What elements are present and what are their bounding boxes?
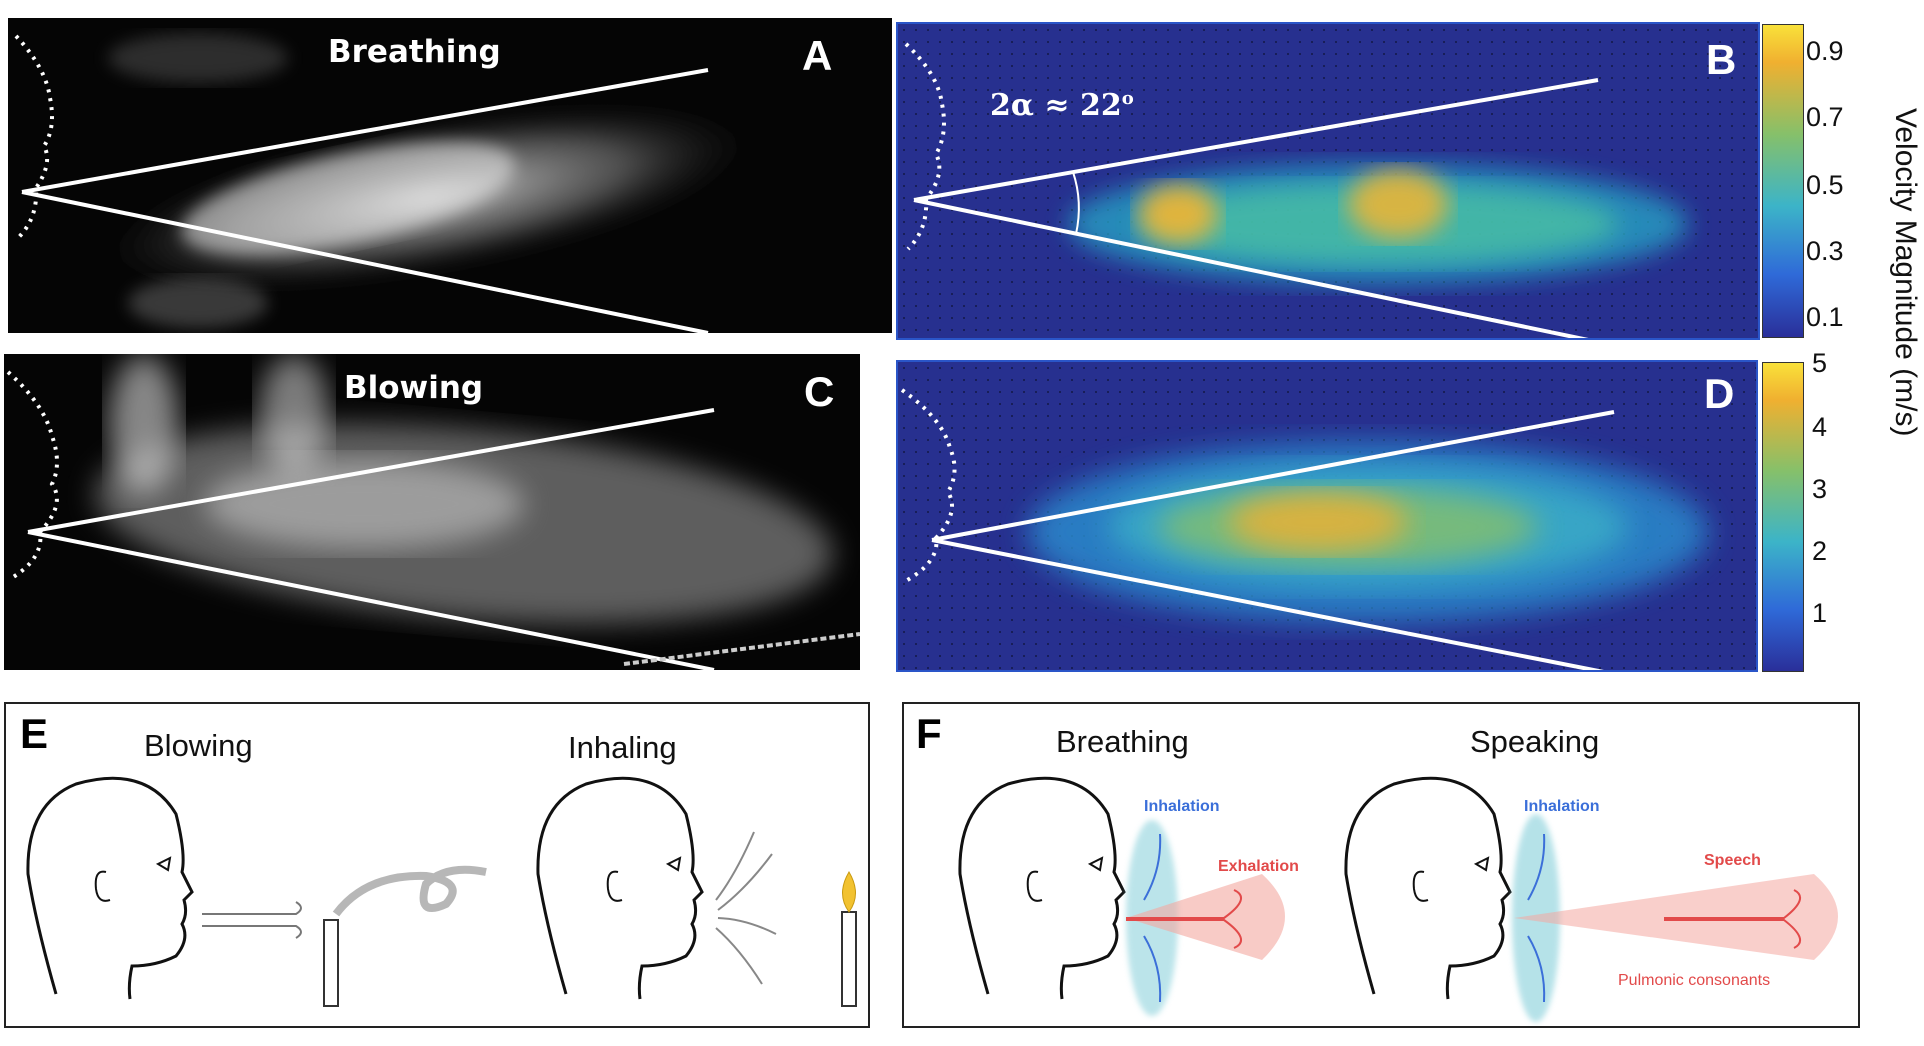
cone-lower-line bbox=[931, 538, 1605, 670]
face-profile bbox=[14, 34, 54, 240]
colorbar-d-tick: 5 bbox=[1812, 348, 1828, 378]
colorbar-b bbox=[1762, 24, 1804, 338]
left-inhalation-label: Inhalation bbox=[1144, 798, 1220, 815]
velocity-hotspot bbox=[1138, 184, 1218, 244]
exhale-arrow bbox=[1126, 889, 1243, 919]
head-outline bbox=[26, 776, 194, 1000]
cone-angle-annotation: 2α ≈ 22o bbox=[990, 88, 1134, 123]
exhalation-label: Exhalation bbox=[1218, 858, 1299, 875]
cone-angle-superscript: o bbox=[1121, 88, 1134, 109]
panel-f-graphic bbox=[958, 776, 1838, 1022]
candle bbox=[841, 911, 857, 1007]
cone-lower-line bbox=[21, 190, 709, 333]
cone-upper-line bbox=[27, 408, 715, 534]
inhale-arrow bbox=[1143, 935, 1162, 1003]
face-profile bbox=[6, 370, 59, 581]
panel-c-graphic bbox=[6, 354, 860, 670]
eye bbox=[665, 856, 682, 872]
panel-c-title: Blowing bbox=[344, 370, 484, 406]
smoke-trail bbox=[332, 865, 487, 917]
colorbar-d-tick: 2 bbox=[1812, 536, 1828, 566]
exhale-arrow bbox=[1126, 919, 1243, 949]
eye bbox=[155, 856, 172, 872]
pulmonic-consonants-label: Pulmonic consonants bbox=[1618, 972, 1771, 989]
colorbar-b-tick: 0.9 bbox=[1806, 36, 1844, 66]
smoke-wisp bbox=[128, 278, 268, 328]
panel-a-title: Breathing bbox=[328, 34, 501, 70]
blow-stream bbox=[202, 925, 302, 939]
panel-e-right-title: Inhaling bbox=[568, 730, 677, 765]
panel-b-graphic bbox=[898, 24, 1758, 338]
rail bbox=[623, 632, 860, 666]
smoke-wisp bbox=[109, 354, 179, 494]
velocity-hotspot bbox=[1228, 492, 1408, 552]
colorbar-b-tick: 0.5 bbox=[1806, 170, 1844, 200]
inhale-arrow bbox=[1143, 833, 1162, 901]
speech-arrow bbox=[1664, 919, 1802, 949]
smoke-wisp bbox=[259, 354, 329, 474]
colorbar-b-tick: 0.7 bbox=[1806, 102, 1844, 132]
panel-f-left-title: Breathing bbox=[1056, 724, 1189, 759]
cone-lower-line bbox=[913, 198, 1589, 338]
panel-c-blowing-photo: Blowing C bbox=[4, 354, 860, 670]
cone-angle-text: 2α ≈ 22 bbox=[990, 88, 1122, 123]
colorbar-d-tick: 4 bbox=[1812, 412, 1828, 442]
panel-f-sketch: F Breathing Speaking Inhalation Exhalati… bbox=[902, 702, 1860, 1028]
inhale-arrow bbox=[715, 927, 763, 985]
panel-b-label: B bbox=[1706, 36, 1737, 83]
inhale-arrow bbox=[1527, 935, 1546, 1003]
colorbar-d-tick: 3 bbox=[1812, 474, 1828, 504]
panel-d-label: D bbox=[1704, 370, 1735, 417]
ear bbox=[606, 870, 623, 902]
panel-e-graphic bbox=[26, 776, 857, 1007]
panel-a-label: A bbox=[802, 32, 833, 79]
panel-a-graphic bbox=[14, 33, 754, 333]
eye bbox=[1473, 856, 1490, 872]
panel-f-right-title: Speaking bbox=[1470, 724, 1600, 759]
inhale-arrow bbox=[715, 831, 755, 901]
velocity-hotspot bbox=[1348, 169, 1448, 239]
ear bbox=[1026, 870, 1043, 902]
panel-e-sketch: E Blowing Inhaling bbox=[4, 702, 870, 1028]
cone-upper-line bbox=[931, 410, 1615, 542]
blow-plume-core bbox=[204, 459, 524, 549]
cone-upper-line bbox=[913, 78, 1599, 202]
panel-c-label: C bbox=[804, 368, 835, 415]
eye bbox=[1087, 856, 1104, 872]
panel-d-velocity-field: D bbox=[896, 360, 1758, 672]
right-inhalation-label: Inhalation bbox=[1524, 798, 1600, 815]
blow-stream bbox=[202, 901, 302, 915]
panel-e-label: E bbox=[20, 710, 49, 757]
breath-plume-core bbox=[181, 141, 515, 255]
panel-f-label: F bbox=[916, 710, 942, 757]
ear bbox=[94, 870, 111, 902]
angle-arc bbox=[1072, 171, 1080, 235]
inhale-arrow bbox=[717, 853, 773, 911]
panel-d-graphic bbox=[898, 362, 1756, 670]
head-outline bbox=[1344, 776, 1512, 1000]
panel-a-breathing-photo: Breathing A bbox=[8, 18, 892, 333]
cone-upper-line bbox=[21, 68, 709, 194]
candle bbox=[323, 919, 339, 1007]
speech-label: Speech bbox=[1704, 852, 1761, 869]
colorbar-b-tick: 0.1 bbox=[1806, 302, 1844, 332]
colorbar-d-tick: 1 bbox=[1812, 598, 1828, 628]
panel-e-left-title: Blowing bbox=[144, 728, 253, 763]
head-outline bbox=[958, 776, 1126, 1000]
panel-b-velocity-field: 2α ≈ 22o B bbox=[896, 22, 1760, 340]
head-outline bbox=[536, 776, 704, 1000]
colorbar-d bbox=[1762, 362, 1804, 672]
inhale-arrow bbox=[717, 917, 777, 935]
inhale-arrow bbox=[1527, 833, 1546, 901]
speech-arrow bbox=[1664, 889, 1802, 919]
ear bbox=[1412, 870, 1429, 902]
smoke-wisp bbox=[108, 33, 288, 83]
colorbar-b-tick: 0.3 bbox=[1806, 236, 1844, 266]
candle-flame bbox=[842, 871, 856, 913]
velocity-magnitude-label: Velocity Magnitude (m/s) bbox=[1889, 108, 1922, 437]
cone-lower-line bbox=[27, 530, 715, 670]
